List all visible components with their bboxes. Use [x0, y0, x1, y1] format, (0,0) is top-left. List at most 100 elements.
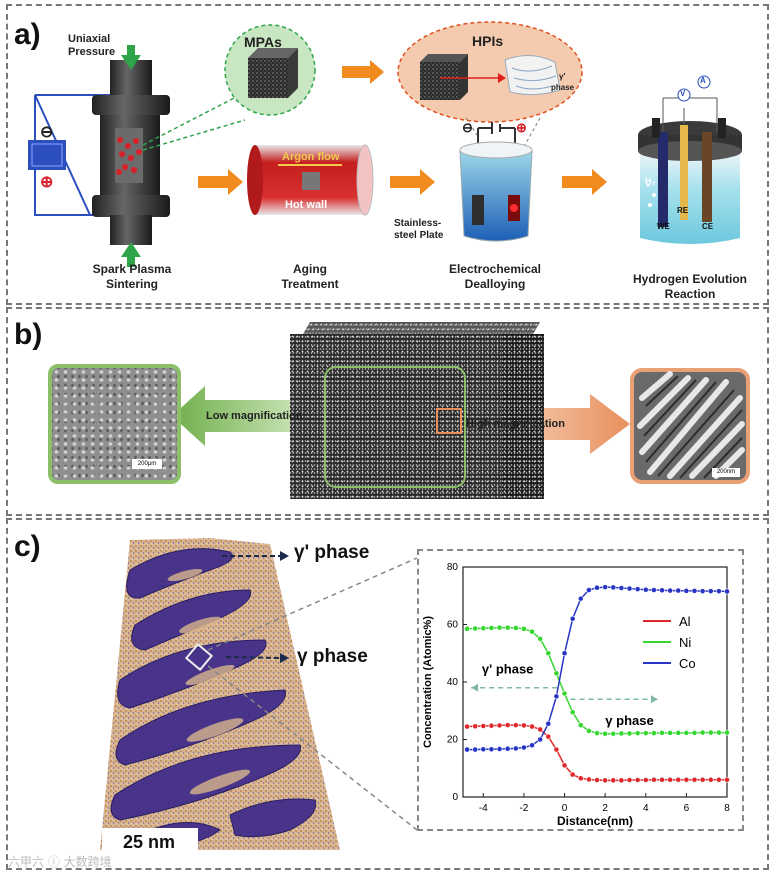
x-axis-label: Distance(nm)	[557, 814, 633, 828]
data-point-co	[521, 744, 527, 751]
dealloying-beaker	[459, 122, 533, 242]
data-point-ni	[594, 730, 600, 737]
data-point-al	[545, 733, 552, 740]
data-point-co	[691, 587, 698, 594]
data-point-al	[659, 776, 665, 783]
data-point-al	[691, 776, 698, 783]
x-tick-label: -2	[519, 803, 528, 814]
data-point-al	[667, 776, 674, 783]
gamma-prime-arrowhead	[471, 683, 479, 692]
data-point-co	[683, 587, 690, 594]
ce-label: CE	[702, 222, 714, 231]
data-point-al	[480, 723, 487, 729]
data-point-al	[577, 775, 584, 782]
gamma-arrowhead	[650, 695, 658, 704]
h2-label: H₂	[645, 176, 656, 186]
x-tick-label: 4	[643, 803, 649, 814]
data-point-co	[504, 745, 511, 752]
block-side-face	[502, 334, 544, 499]
data-point-al	[642, 777, 649, 783]
stainless-plate-label: Stainless- steel Plate	[394, 218, 444, 241]
data-point-co	[667, 587, 674, 594]
data-point-co	[561, 650, 568, 657]
watermark: 六甲六 ⓘ 大数跨境	[8, 855, 112, 869]
data-point-ni	[724, 729, 730, 736]
data-point-co	[642, 586, 649, 593]
data-point-co	[715, 588, 722, 595]
panel-b	[6, 307, 769, 516]
x-tick-label: 0	[562, 803, 568, 814]
data-point-co	[537, 736, 544, 743]
data-point-co	[594, 584, 600, 591]
apt-tip-reconstruction	[100, 538, 418, 856]
data-point-ni	[602, 730, 609, 737]
data-point-ni	[650, 730, 657, 737]
phase-small: phase	[551, 83, 575, 92]
data-point-co	[659, 587, 665, 594]
panel-c-label: c)	[14, 530, 41, 563]
argon-flow-label: Argon flow	[282, 151, 340, 163]
re-label: RE	[677, 206, 689, 215]
data-point-co	[529, 742, 535, 749]
data-point-al	[650, 776, 657, 783]
data-point-ni	[561, 690, 568, 697]
panel-a-graphics	[28, 21, 742, 267]
x-tick-label: 8	[724, 803, 730, 814]
chart-frame	[417, 549, 744, 831]
data-point-ni	[464, 625, 470, 632]
data-point-al	[529, 723, 535, 730]
data-point-ni	[642, 730, 649, 737]
y-tick-label: 60	[447, 620, 459, 631]
legend-label-ni: Ni	[679, 635, 691, 650]
hpis-zoom	[397, 21, 583, 146]
data-point-ni	[512, 625, 519, 631]
process-arrows	[198, 60, 607, 195]
sps-machine	[28, 45, 246, 267]
sem-high-mag-image	[630, 368, 750, 484]
data-point-co	[512, 745, 519, 752]
mpas-zoom	[224, 24, 316, 116]
data-point-co	[569, 615, 576, 622]
data-point-ni	[472, 625, 479, 632]
data-point-ni	[569, 709, 576, 716]
y-axis-label: Concentration (Atomic%)	[422, 616, 434, 748]
data-point-ni	[480, 625, 487, 632]
scale-25nm: 25 nm	[122, 832, 176, 852]
data-point-al	[488, 722, 495, 729]
chart-annotation-gamma-prime: γ' phase	[482, 661, 534, 676]
data-point-co	[675, 587, 682, 594]
scale-bar-right: 200nm	[716, 469, 736, 475]
data-point-co	[586, 587, 592, 593]
data-point-ni	[521, 625, 527, 632]
data-point-ni	[634, 730, 641, 737]
minus-terminal: ⊖	[40, 124, 54, 141]
x-tick-label: 2	[602, 803, 608, 814]
legend-label-co: Co	[679, 656, 696, 671]
data-point-al	[521, 722, 527, 729]
uniaxial-pressure-label: Uniaxial Pressure	[68, 33, 116, 58]
data-point-co	[650, 587, 657, 593]
hpis-label: HPIs	[472, 33, 504, 49]
data-point-co	[472, 746, 479, 753]
legend-label-al: Al	[679, 614, 691, 629]
y-tick-label: 0	[452, 792, 458, 803]
data-point-al	[496, 722, 503, 729]
data-point-al	[504, 722, 511, 729]
aging-tube	[247, 144, 374, 216]
dealloy-minus: ⊖	[462, 120, 473, 135]
panel-a-label: a)	[14, 18, 41, 51]
data-point-co	[488, 746, 495, 753]
data-point-al	[464, 723, 470, 730]
scale-bar-left: 200μm	[132, 459, 162, 469]
x-tick-label: 6	[684, 803, 690, 814]
hot-wall-label: Hot wall	[285, 199, 328, 211]
data-point-ni	[504, 624, 511, 631]
data-point-al	[715, 776, 722, 783]
data-point-ni	[626, 730, 633, 737]
gamma-prime-small: γ'	[559, 72, 566, 81]
gamma-prime-phase-label: γ' phase	[294, 542, 370, 563]
data-point-co	[480, 746, 487, 753]
data-point-al	[569, 771, 576, 778]
chart-annotation-gamma: γ phase	[605, 713, 653, 728]
